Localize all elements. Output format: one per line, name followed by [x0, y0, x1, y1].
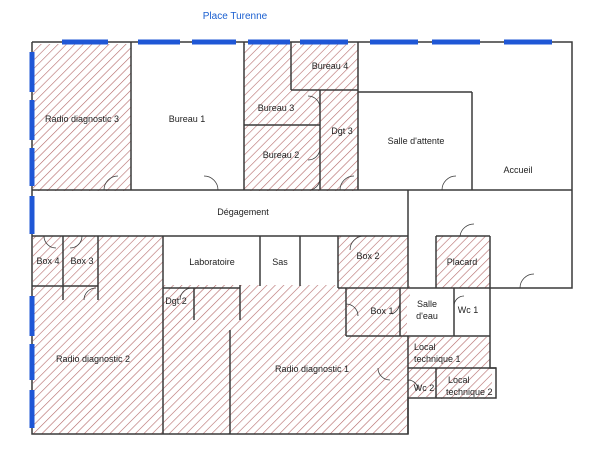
hatch-box-1: [346, 290, 400, 336]
label-box-1: Box 1: [370, 306, 393, 316]
label-salle-deau-line2: d'eau: [416, 311, 438, 321]
street-label: Place Turenne: [203, 11, 268, 22]
label-sas: Sas: [272, 257, 288, 267]
label-local-technique-1-line1: Local: [414, 342, 436, 352]
label-wc-2: Wc 2: [414, 383, 435, 393]
hatch-radio-diagnostic-3: [33, 44, 131, 191]
walls: [31, 41, 573, 435]
room-labels: Radio diagnostic 3 Bureau 1 Bureau 4 Bur…: [36, 61, 532, 397]
label-dgt-3: Dgt 3: [331, 126, 353, 136]
label-dgt-2: Dgt 2: [165, 296, 187, 306]
label-bureau-3: Bureau 3: [258, 103, 295, 113]
doors: [43, 95, 535, 391]
hatch-local-technique-2: [436, 369, 492, 399]
label-box-3: Box 3: [70, 256, 93, 266]
label-wc-1: Wc 1: [458, 305, 479, 315]
hatch-bureaux: [244, 44, 358, 191]
label-local-technique-1-line2: technique 1: [414, 354, 461, 364]
label-radio-diagnostic-3: Radio diagnostic 3: [45, 114, 119, 124]
label-degagement: Dégagement: [217, 207, 269, 217]
label-radio-diagnostic-1: Radio diagnostic 1: [275, 364, 349, 374]
label-bureau-1: Bureau 1: [169, 114, 206, 124]
hatch-placard: [436, 236, 490, 288]
label-radio-diagnostic-2: Radio diagnostic 2: [56, 354, 130, 364]
label-box-4: Box 4: [36, 256, 59, 266]
label-laboratoire: Laboratoire: [189, 257, 235, 267]
label-placard: Placard: [447, 257, 478, 267]
label-accueil: Accueil: [503, 165, 532, 175]
label-local-technique-2-line2: technique 2: [446, 387, 493, 397]
label-salle-deau-line1: Salle: [417, 299, 437, 309]
label-bureau-4: Bureau 4: [312, 61, 349, 71]
label-bureau-2: Bureau 2: [263, 150, 300, 160]
label-local-technique-2-line1: Local: [448, 375, 470, 385]
windows: [29, 39, 552, 428]
hatched-areas: [33, 44, 492, 434]
label-box-2: Box 2: [356, 251, 379, 261]
label-salle-attente: Salle d'attente: [388, 136, 445, 146]
hatch-box-2: [338, 236, 408, 288]
